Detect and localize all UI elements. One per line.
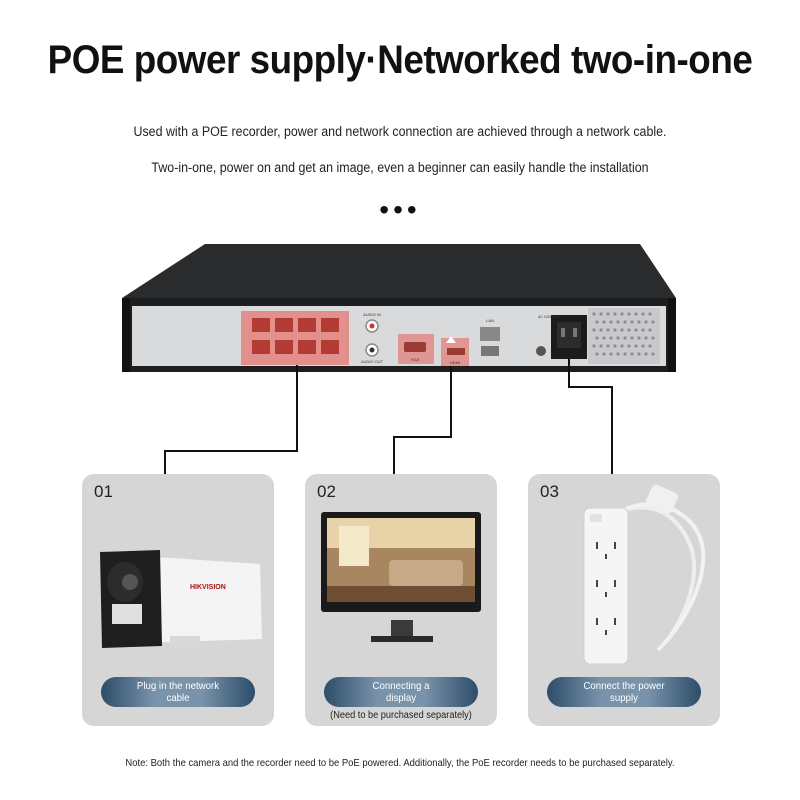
camera-icon: HIKVISION [100,550,262,648]
vga-label: VGA [411,357,420,362]
power-label: AC 100V-240V [538,315,562,319]
audio-out-label: AUDIO OUT [361,359,384,364]
audio-in-label: AUDIO IN [363,312,381,317]
vent-grille-icon [588,308,660,364]
poe-ethernet-ports-icon [252,318,339,354]
hdmi-arrow-icon [446,336,456,343]
hdmi-label: HDMI [450,360,460,365]
card-label-pill: Plug in the network cable [101,677,255,707]
line-to-power [568,359,613,474]
camera-brand: HIKVISION [190,584,226,591]
monitor-icon [321,512,481,642]
connection-lines [164,359,613,474]
subtitle-line-1: Used with a POE recorder, power and netw… [133,124,667,139]
ellipsis-dots: ••• [379,194,421,225]
subtitle-line-2: Two-in-one, power on and get an image, e… [151,160,649,175]
line-to-display [393,366,452,474]
card-number: 02 [317,482,336,501]
card-label: Connect the power supply [583,680,665,704]
usb-port-icon [481,346,499,356]
audio-jacks-icon [365,319,379,357]
page-title: POE power supply·Networked two-in-one [47,38,753,82]
card-label-pill: Connecting a display [324,677,478,707]
lan-label: LAN [486,318,494,323]
card-number: 03 [540,482,559,501]
power-strip-icon [583,484,706,665]
vga-port-icon [404,342,426,352]
ground-screw-icon [536,346,546,356]
card-power: 03 Connect the power supply [528,474,720,726]
card-label-pill: Connect the power supply [547,677,701,707]
card-label: Connecting a display [372,680,430,704]
card-note: (Need to be purchased separately) [330,710,472,721]
hdmi-port-icon [447,348,465,355]
lan-port-icon [480,327,500,341]
card-camera: 01 HIKVISION Plug in the network cable [82,474,274,726]
card-display: 02 Connecting a display (Need to be purc… [305,474,497,726]
card-label: Plug in the network cable [136,680,220,704]
line-to-camera [164,365,298,474]
recorder-top-panel [122,244,676,298]
footnote: Note: Both the camera and the recorder n… [125,757,675,769]
card-number: 01 [94,482,113,501]
